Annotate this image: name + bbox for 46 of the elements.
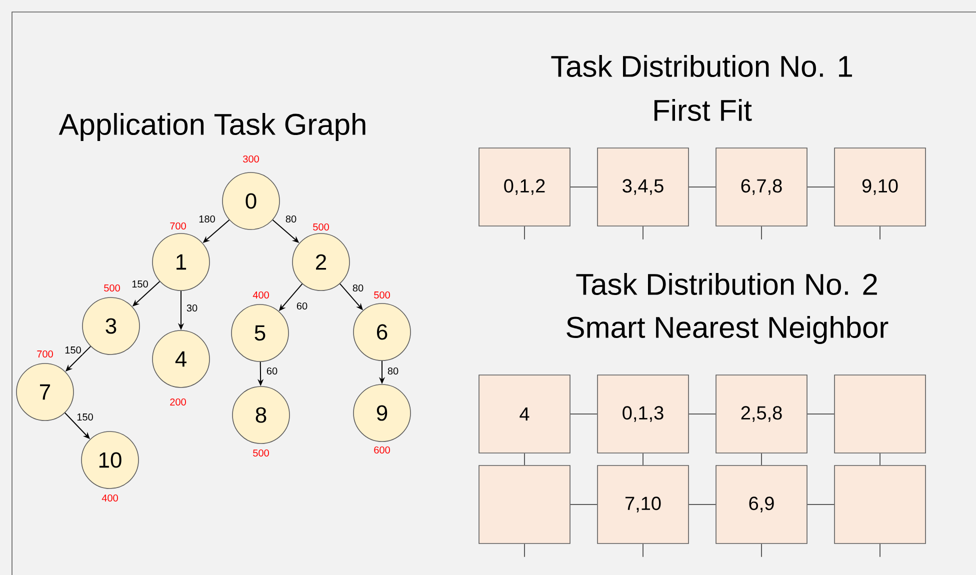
link-line xyxy=(688,504,716,505)
link-stub xyxy=(642,543,644,558)
weight-label: 700 xyxy=(37,350,53,358)
processor-box xyxy=(478,465,570,544)
processor-box: 3,4,5 xyxy=(597,148,689,226)
link-line xyxy=(570,186,598,188)
link-stub xyxy=(761,543,762,558)
weight-label: 500 xyxy=(104,284,120,292)
link-stub xyxy=(880,226,881,240)
link-stub xyxy=(761,226,762,240)
processor-box: 2,5,8 xyxy=(716,374,808,454)
weight-label: 700 xyxy=(170,222,186,230)
weight-label: 300 xyxy=(243,155,259,163)
weight-label: 600 xyxy=(374,446,390,454)
weight-label: 400 xyxy=(102,494,118,502)
heading: Task Distribution No. 1 xyxy=(551,54,852,78)
weight-label: 200 xyxy=(170,398,186,406)
heading: Task Distribution No. 2 xyxy=(576,272,877,296)
weight-label: 500 xyxy=(313,223,329,231)
link-line xyxy=(570,504,598,505)
processor-box: 4 xyxy=(478,374,570,454)
processor-box: 0,1,3 xyxy=(597,374,689,454)
link-line xyxy=(642,452,644,466)
link-stub xyxy=(642,226,644,240)
processor-box: 0,1,2 xyxy=(478,148,570,226)
heading: First Fit xyxy=(654,98,752,122)
processor-box: 7,10 xyxy=(597,465,689,544)
link-stub xyxy=(524,543,525,558)
processor-box: 6,7,8 xyxy=(716,148,808,226)
link-line xyxy=(688,186,716,188)
weight-label: 400 xyxy=(252,291,269,299)
link-line xyxy=(761,452,762,466)
link-line xyxy=(806,504,835,505)
heading: Smart Nearest Neighbor xyxy=(566,316,888,344)
processor-box xyxy=(834,465,926,544)
link-stub xyxy=(880,543,881,558)
processor-box: 9,10 xyxy=(834,148,926,226)
link-line xyxy=(880,452,881,466)
link-stub xyxy=(524,226,525,240)
processor-box: 6,9 xyxy=(716,465,808,544)
weight-label: 500 xyxy=(253,449,269,457)
processor-box xyxy=(834,374,926,454)
link-line xyxy=(524,452,525,466)
weight-label: 500 xyxy=(374,291,390,299)
link-line xyxy=(806,186,835,188)
heading: Application Task Graph xyxy=(58,113,366,141)
